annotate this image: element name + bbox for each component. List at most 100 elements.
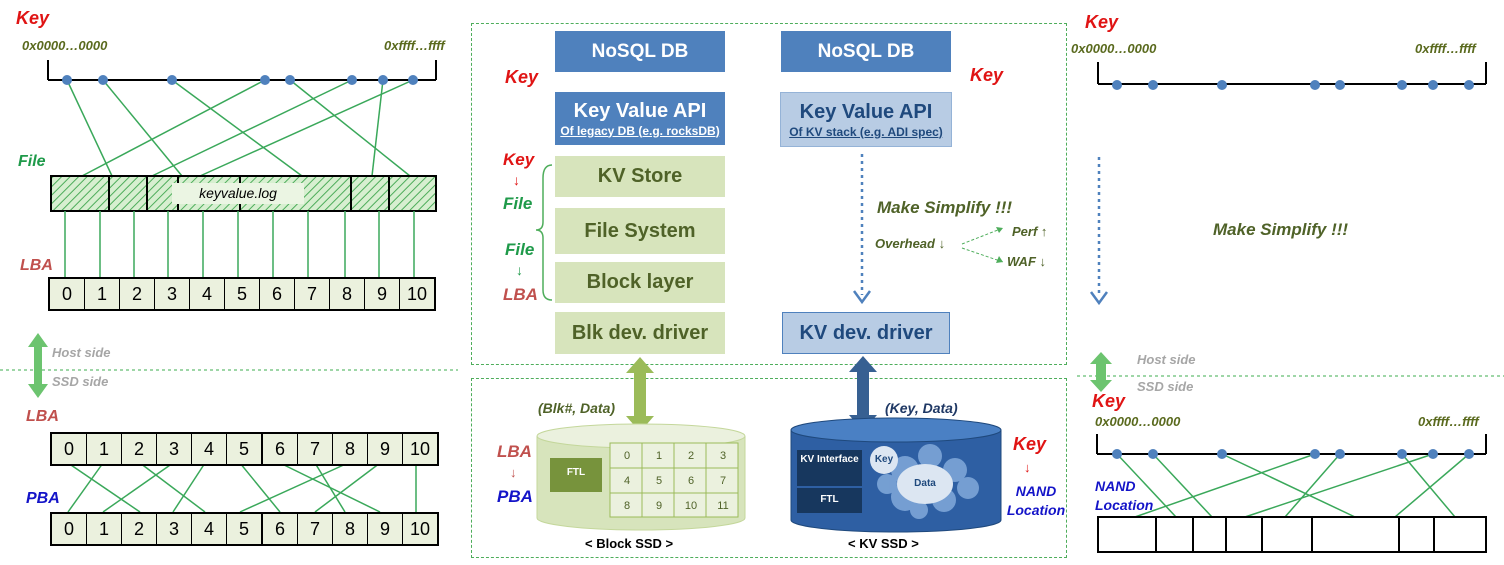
- right-key-label-2: Key: [1092, 391, 1126, 411]
- center-make-simplify: Make Simplify !!!: [877, 198, 1013, 217]
- left-lba-label-2: LBA: [26, 408, 59, 425]
- left-ssd-side: SSD side: [52, 374, 109, 389]
- right-ssd-side: SSD side: [1137, 379, 1194, 394]
- left-pba-label: PBA: [26, 490, 60, 507]
- grid-cell: 1: [655, 450, 663, 462]
- blk-driver-box: Blk dev. driver: [555, 312, 725, 354]
- waf-text: WAF: [1007, 254, 1036, 269]
- grid-cell: 9: [655, 500, 663, 512]
- pba-cell: 7: [298, 514, 333, 544]
- kv-interface-label: KV Interface: [800, 454, 859, 465]
- center-nand-location: NAND Location: [1006, 483, 1066, 518]
- kv-api-kvstack-sub: Of KV stack (e.g. ADI spec): [789, 124, 943, 139]
- right-nand-location: NAND Location: [1095, 478, 1154, 513]
- lba-cell: 8: [330, 279, 365, 309]
- lba-cell: 4: [192, 434, 227, 464]
- overhead-down-icon: ↓: [938, 236, 946, 251]
- side-key: Key: [503, 150, 535, 169]
- left-key-label: Key: [16, 8, 50, 28]
- grid-cell: 7: [719, 475, 727, 487]
- ssd-box: [471, 378, 1067, 558]
- map-arrow: ↓: [510, 465, 517, 480]
- grid-cell: 3: [719, 450, 727, 462]
- perf-text: Perf: [1012, 224, 1038, 239]
- right-key-label: Key: [1085, 12, 1119, 32]
- grid-cell: 5: [655, 475, 663, 487]
- pba-cell: 6: [263, 514, 298, 544]
- kv-store-box: KV Store: [555, 156, 725, 197]
- right-key-end-2: 0xffff…ffff: [1418, 414, 1479, 429]
- side-arrow-2: ↓: [516, 262, 523, 278]
- kv-driver-box: KV dev. driver: [782, 312, 950, 354]
- blk-data-label: (Blk#, Data): [538, 400, 616, 416]
- left-key-start: 0x0000…0000: [22, 38, 108, 53]
- grid-cell: 11: [717, 500, 729, 512]
- lba-cell: 9: [368, 434, 403, 464]
- key-data-label: (Key, Data): [885, 400, 958, 416]
- pba-cell: 0: [52, 514, 87, 544]
- pba-cell: 8: [333, 514, 368, 544]
- side-file-2: File: [505, 240, 535, 259]
- pba-cell: 1: [87, 514, 122, 544]
- right-key-start-2: 0x0000…0000: [1095, 414, 1181, 429]
- left-lba-row-2: 0 1 2 3 4 5 6 7 8 9 10: [50, 432, 439, 466]
- lba-cell: 6: [263, 434, 298, 464]
- lba-cell: 1: [87, 434, 122, 464]
- lba-cell: 0: [50, 279, 85, 309]
- lba-cell: 4: [190, 279, 225, 309]
- kv-api-legacy-sub: Of legacy DB (e.g. rocksDB): [560, 123, 720, 138]
- right-host-side: Host side: [1137, 352, 1196, 367]
- kv-ftl-label: FTL: [820, 494, 839, 505]
- pba-cell: 5: [227, 514, 263, 544]
- lba-cell: 3: [157, 434, 192, 464]
- grid-cell: 6: [687, 475, 695, 487]
- lba-cell: 0: [52, 434, 87, 464]
- lba-cell: 9: [365, 279, 400, 309]
- left-lba-row: 0 1 2 3 4 5 6 7 8 9 10: [48, 277, 436, 311]
- grid-cell: 10: [684, 500, 698, 512]
- lba-cell: 3: [155, 279, 190, 309]
- grid-cell: 2: [687, 450, 695, 462]
- pba-cell: 4: [192, 514, 227, 544]
- grid-cell: 8: [623, 500, 631, 512]
- lba-cell: 10: [400, 279, 434, 309]
- perf-up-icon: ↑: [1040, 224, 1048, 239]
- waf-down-icon: ↓: [1039, 254, 1047, 269]
- left-file-label: File: [18, 153, 46, 170]
- host-stack-box: [471, 23, 1067, 365]
- perf-label: Perf ↑: [1012, 224, 1047, 239]
- pba-cell: 9: [368, 514, 403, 544]
- lba-cell: 6: [260, 279, 295, 309]
- lba-cell: 1: [85, 279, 120, 309]
- pba-cell: 10: [403, 514, 437, 544]
- side-arrow-1: ↓: [513, 172, 520, 188]
- kv-api-kvstack: Key Value API Of KV stack (e.g. ADI spec…: [780, 92, 952, 147]
- lba-cell: 7: [295, 279, 330, 309]
- kv-api-legacy: Key Value API Of legacy DB (e.g. rocksDB…: [555, 92, 725, 145]
- lba-cell: 8: [333, 434, 368, 464]
- overhead-label: Overhead ↓: [875, 236, 945, 251]
- bubble-data: Data: [914, 478, 936, 489]
- left-pba-row: 0 1 2 3 4 5 6 7 8 9 10: [50, 512, 439, 546]
- block-layer-box: Block layer: [555, 262, 725, 303]
- left-host-side: Host side: [52, 345, 111, 360]
- left-lba-label: LBA: [20, 257, 53, 274]
- grid-cell: 4: [623, 475, 631, 487]
- overhead-text: Overhead: [875, 236, 935, 251]
- file-name: keyvalue.log: [199, 185, 277, 201]
- lba-cell: 5: [225, 279, 260, 309]
- map-lba: LBA: [497, 442, 532, 461]
- lba-cell: 2: [120, 279, 155, 309]
- side-file: File: [503, 194, 533, 213]
- right-make-simplify: Make Simplify !!!: [1213, 220, 1349, 239]
- nosql-db-right: NoSQL DB: [781, 31, 951, 72]
- pba-cell: 2: [122, 514, 157, 544]
- waf-label: WAF ↓: [1007, 254, 1046, 269]
- grid-cell: 0: [623, 450, 631, 462]
- block-ftl-label: FTL: [566, 467, 586, 478]
- block-ssd-caption: < Block SSD >: [585, 536, 674, 551]
- kv-ssd-caption: < KV SSD >: [848, 536, 919, 551]
